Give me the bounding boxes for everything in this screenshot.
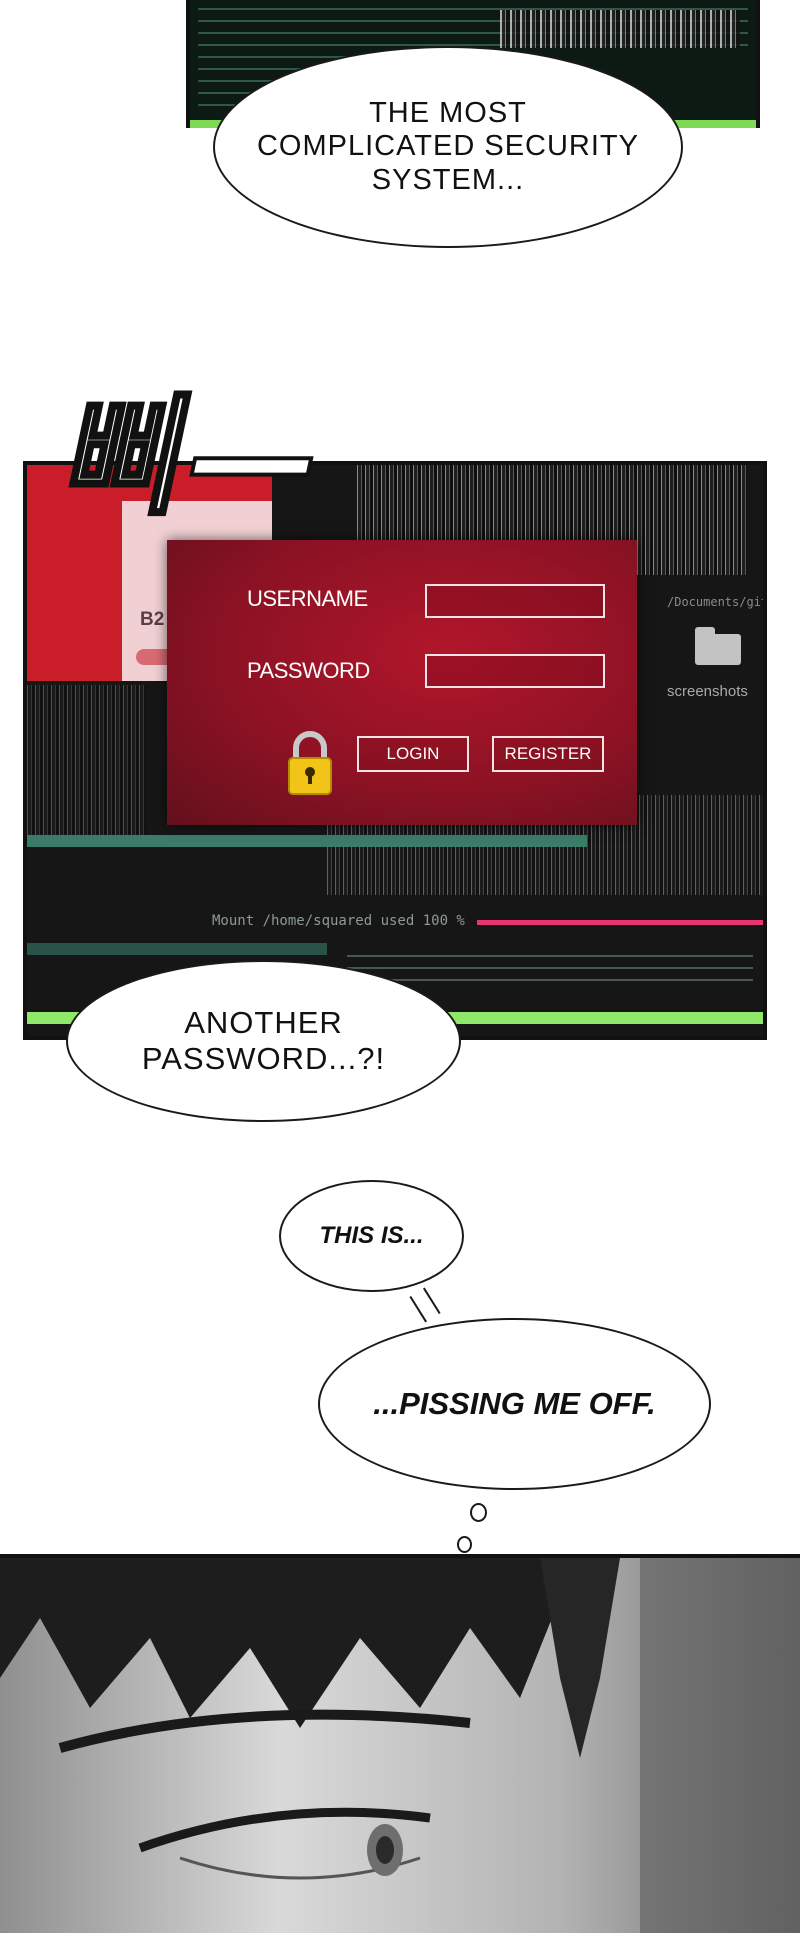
bubble-text: ANOTHER PASSWORD...?! xyxy=(141,1005,386,1076)
speech-bubble-security: THE MOST COMPLICATED SECURITY SYSTEM... xyxy=(213,46,683,248)
register-button[interactable]: REGISTER xyxy=(492,736,604,772)
bubble-text: THE MOST COMPLICATED SECURITY SYSTEM... xyxy=(256,96,639,196)
sound-effect: 삐— xyxy=(51,379,337,535)
speech-bubble-angry: ...PISSING ME OFF. xyxy=(318,1318,711,1490)
speech-bubble-this: THIS IS... xyxy=(279,1180,464,1292)
thought-dot xyxy=(470,1503,487,1522)
username-label: USERNAME xyxy=(247,586,368,611)
card-tag: B2 xyxy=(140,609,165,630)
lock-icon xyxy=(288,731,332,795)
login-dialog: USERNAME PASSWORD LOGIN REGISTER xyxy=(167,540,637,825)
speech-bubble-password: ANOTHER PASSWORD...?! xyxy=(66,960,461,1122)
bubble-tail xyxy=(409,1287,441,1323)
username-input[interactable] xyxy=(425,584,605,618)
password-label: PASSWORD xyxy=(247,658,370,683)
bubble-text: ...PISSING ME OFF. xyxy=(373,1386,656,1422)
path-text: /Documents/git/hors xyxy=(667,595,767,609)
code-text xyxy=(347,955,753,1015)
disk-usage-bar xyxy=(477,920,763,925)
character-illustration xyxy=(0,1558,800,1933)
bubble-text: THIS IS... xyxy=(319,1222,424,1250)
password-input[interactable] xyxy=(425,654,605,688)
folder-icon[interactable] xyxy=(695,627,741,665)
thought-dot xyxy=(457,1536,472,1553)
mount-status: Mount /home/squared used 100 % xyxy=(212,913,465,929)
character-face-panel xyxy=(0,1554,800,1933)
folder-label: screenshots xyxy=(667,683,748,700)
login-button[interactable]: LOGIN xyxy=(357,736,469,772)
login-screen-panel: B2 /Documents/git/hors screenshots Mount… xyxy=(23,461,767,1040)
